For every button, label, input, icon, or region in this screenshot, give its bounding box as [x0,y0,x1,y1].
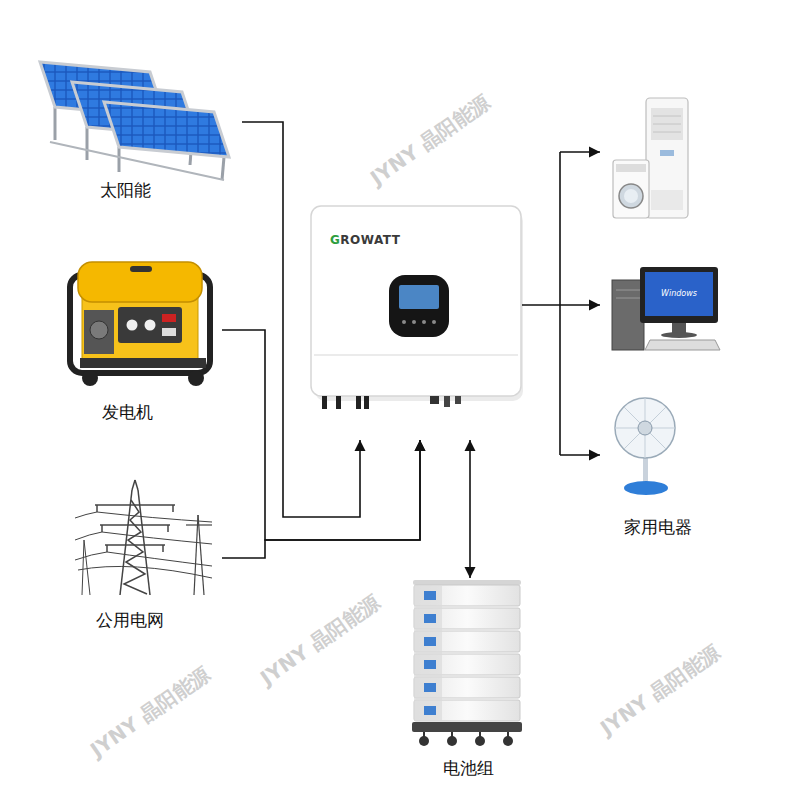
solar-source: 太阳能 [30,55,242,205]
connector-line [222,440,420,558]
generator-source: 发电机 [60,255,222,423]
connector-line [559,152,561,455]
watermark: JYNY 晶阳能源 [366,90,495,190]
watermark: JYNY 晶阳能源 [596,640,725,740]
connector-line [242,122,360,517]
power-pylon [75,480,212,595]
node-caption: 发电机 [102,402,153,422]
arrow-head [465,440,476,451]
screen-text: Windows [661,289,697,299]
inverter-illustration [311,206,523,409]
connector-line [522,304,560,306]
connector [465,440,476,578]
arrow-head [415,440,426,451]
battery-pack: 电池组 [405,578,530,780]
arrow-head [415,440,426,451]
computer [612,267,720,350]
brand-logo-text: GROWATT [330,233,401,247]
node-caption: 家用电器 [624,517,692,537]
connector [222,440,426,558]
solar-panels [40,62,229,180]
connector-line [469,440,471,578]
node-caption: 太阳能 [100,180,151,200]
arrow-head [355,440,366,451]
connector-line [222,330,420,540]
grid-source: 公用电网 [70,475,222,635]
node-caption: 电池组 [443,758,494,778]
watermark: JYNY 晶阳能源 [86,662,215,762]
arrow-head [589,300,600,311]
washing-machine [613,160,649,218]
home-appliances: 家用电器 [600,90,722,540]
connector [522,147,600,461]
air-conditioner [646,98,688,218]
connector [222,330,426,540]
node-caption: 公用电网 [96,610,164,630]
watermark: JYNY 晶阳能源 [256,590,385,690]
connector [242,122,366,517]
inverter: GROWATT [310,205,522,440]
arrow-head [589,147,600,158]
generator-illustration [70,262,210,386]
arrow-head [589,450,600,461]
battery-stack [412,580,522,746]
arrow-head [465,567,476,578]
electric-fan [615,398,675,495]
